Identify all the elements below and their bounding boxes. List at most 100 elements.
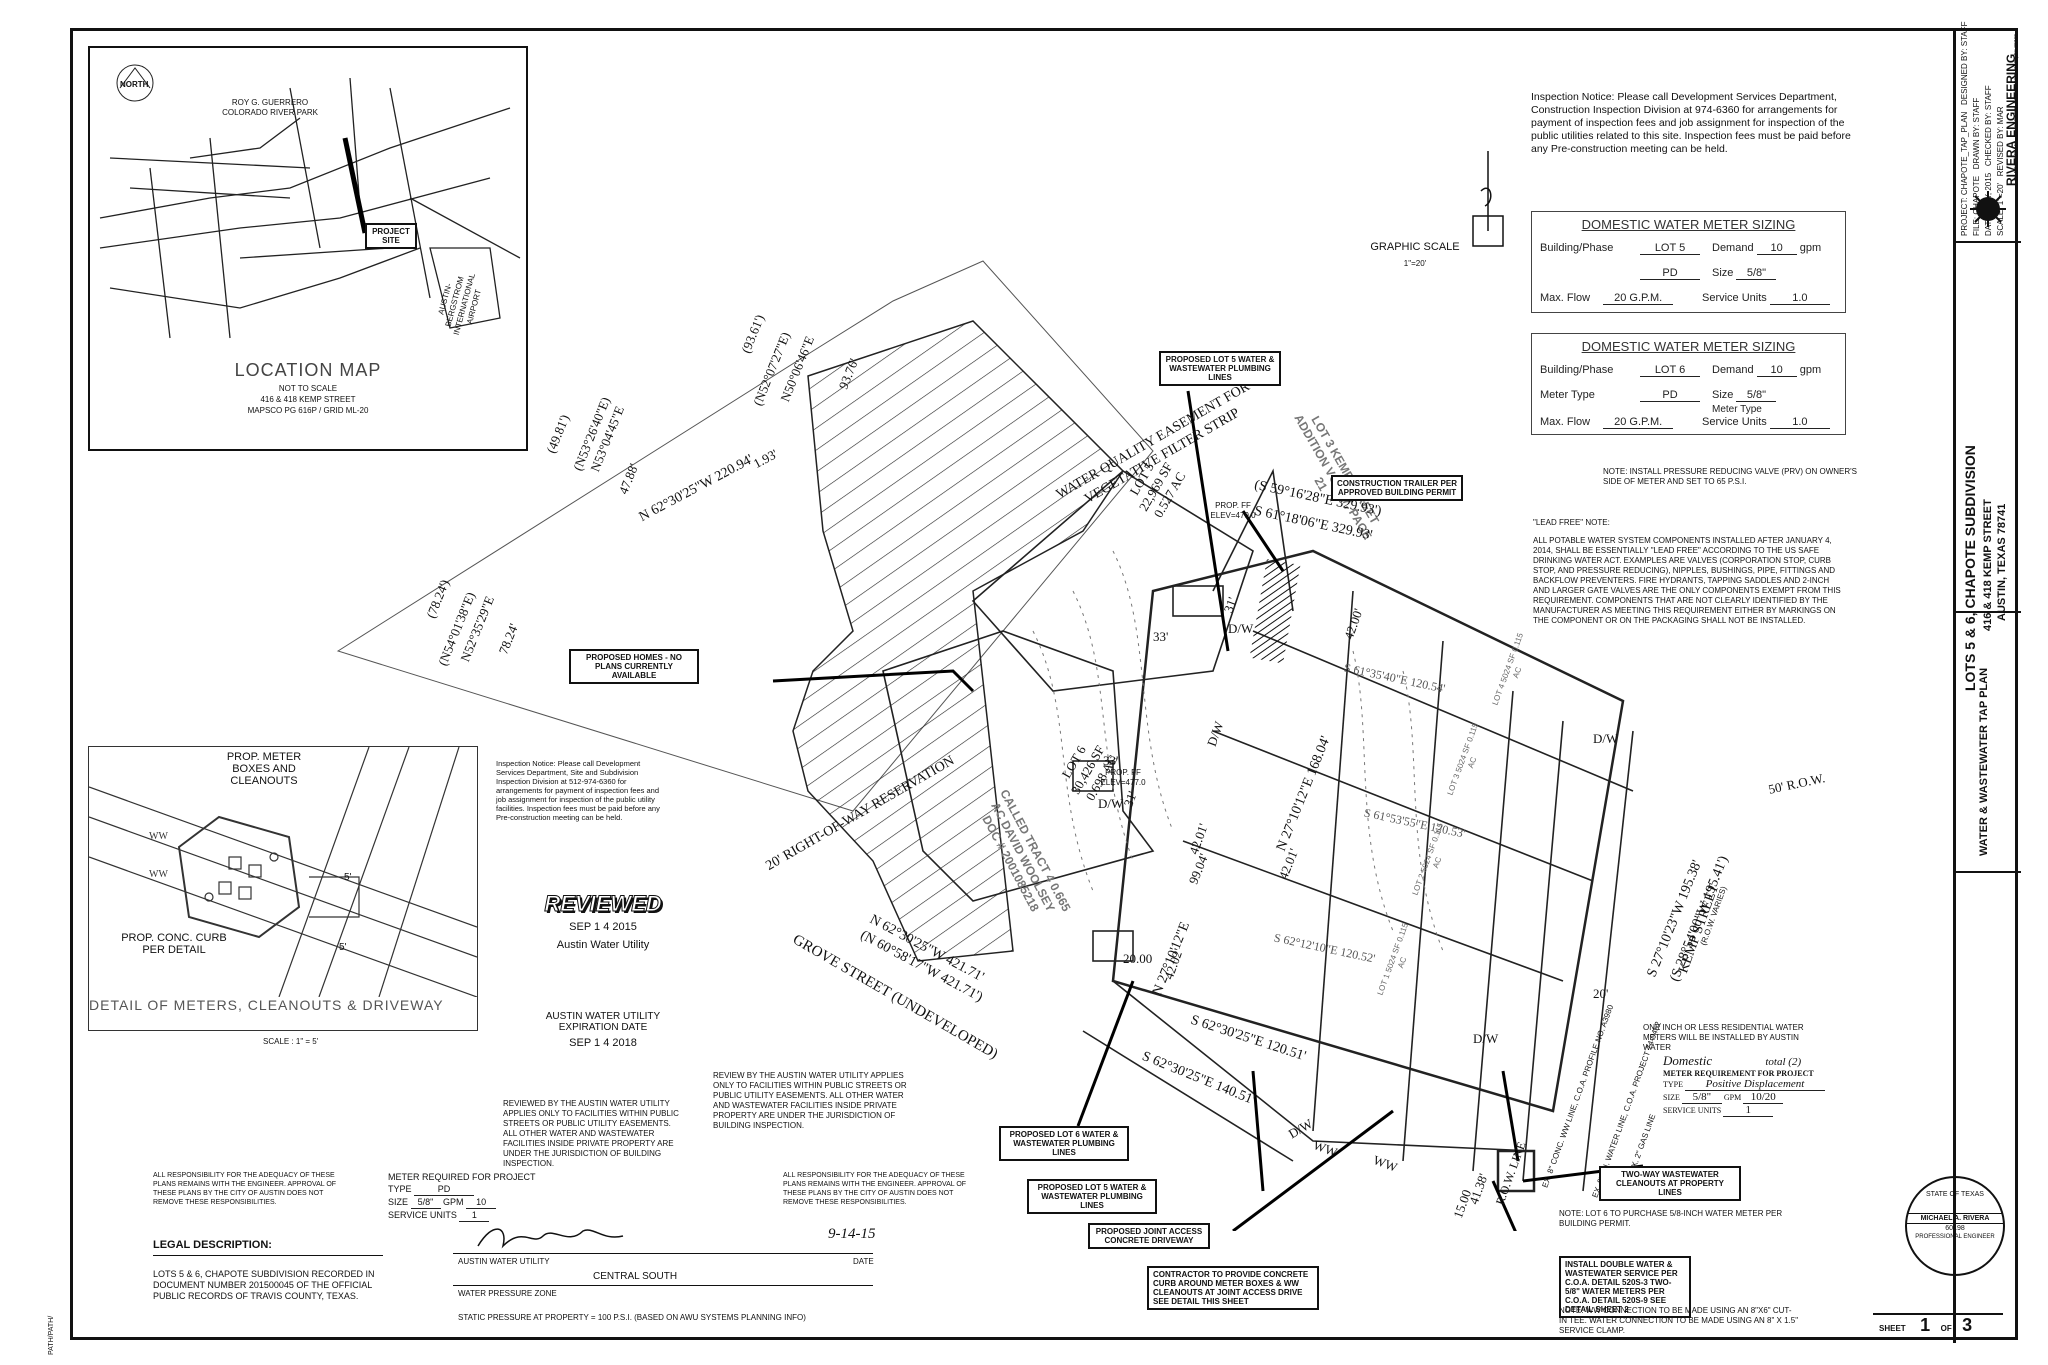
meter-req-gpm-label: GPM [443, 1197, 464, 1207]
hw-gpm: 10/20 [1743, 1091, 1784, 1104]
seal-name: MICHAEL A. RIVERA [1907, 1213, 2003, 1224]
prv-note: NOTE: INSTALL PRESSURE REDUCING VALVE (P… [1603, 467, 1858, 486]
location-map-sub2: 416 & 418 KEMP STREET [260, 395, 356, 404]
ms2-flow: 20 G.P.M. [1603, 416, 1674, 429]
legal-text: LOTS 5 & 6, CHAPOTE SUBDIVISION RECORDED… [153, 1269, 375, 1301]
seal-number: 60198 [1945, 1225, 1965, 1232]
signature-date: 9-14-15 [828, 1226, 876, 1242]
detail-curb-label: PROP. CONC. CURB PER DETAIL [121, 932, 227, 956]
side-path-note: PATH/PATH/ [48, 1315, 55, 1355]
map-north-label: NORTH [120, 80, 149, 89]
meter-req-gpm: 10 [466, 1196, 497, 1209]
tb-city: AUSTIN, TEXAS 78741 [1996, 503, 2008, 621]
inspection-notice: Inspection Notice: Please call Developme… [1531, 91, 1851, 155]
callout-cleanouts: TWO-WAY WASTEWATER CLEANOUTS AT PROPERTY… [1599, 1166, 1741, 1201]
dw-label-6: D/W [1473, 1031, 1499, 1046]
static-pressure: STATIC PRESSURE AT PROPERTY = 100 P.S.I.… [458, 1313, 806, 1322]
sheet-number-block: SHEET 1 OF 3 [1873, 1313, 2003, 1339]
meter-req-units: 1 [459, 1209, 490, 1222]
ww-connection-note: NOTE: WW CONNECTION TO BE MADE USING AN … [1559, 1306, 1799, 1335]
lot6-meter-note: NOTE: LOT 6 TO PURCHASE 5/8-INCH WATER M… [1559, 1209, 1783, 1228]
seal-state: STATE OF TEXAS [1926, 1191, 1984, 1198]
engineer-seal: STATE OF TEXAS MICHAEL A. RIVERA 60198 P… [1905, 1176, 2005, 1276]
drawing-sheet: NORTH ROY G. GUERRERO COLORADO RIVER PAR… [70, 22, 2021, 1343]
responsibility-note-2: ALL RESPONSIBILITY FOR THE ADEQUACY OF T… [783, 1172, 967, 1206]
review-note-mid: REVIEW BY THE AUSTIN WATER UTILITY APPLI… [713, 1071, 907, 1130]
hw-gpm-label: GPM [1723, 1093, 1742, 1102]
meter-req-size-label: SIZE [388, 1197, 409, 1207]
stamp-inspection-notice: Inspection Notice: Please call Developme… [496, 759, 660, 822]
ms2-building: LOT 6 [1640, 364, 1700, 377]
callout-lot5-plumbing-2: PROPOSED LOT 5 WATER & WASTEWATER PLUMBI… [1027, 1179, 1157, 1214]
callout-homes: PROPOSED HOMES - NO PLANS CURRENTLY AVAI… [569, 649, 699, 684]
ms1-units-label: Service Units [1702, 292, 1767, 304]
svg-text:WW: WW [149, 869, 168, 880]
hw-units: 1 [1723, 1104, 1774, 1117]
detail-drawing: WW WW [89, 747, 477, 997]
signature-date-label: DATE [853, 1257, 874, 1266]
seal-type: PROFESSIONAL ENGINEER [1915, 1234, 1995, 1240]
ms1-flow-label: Max. Flow [1540, 292, 1591, 304]
ms2-flow-label: Max. Flow [1540, 416, 1591, 428]
ms1-demand-unit: gpm [1799, 242, 1822, 254]
detail-meter-boxes-label: PROP. METER BOXES AND CLEANOUTS [226, 751, 302, 787]
ms1-size: 5/8" [1736, 267, 1777, 280]
location-map-title: LOCATION MAP [234, 360, 382, 380]
legal-title: LEGAL DESCRIPTION: [153, 1239, 272, 1251]
lot5-ff-label: PROP. FF ELEV=479.0 [1210, 501, 1256, 520]
dim-d5: 20.00 [1123, 951, 1153, 966]
hw-meter-title: METER REQUIREMENT FOR PROJECT [1663, 1069, 1814, 1078]
ms1-demand-label: Demand [1712, 242, 1754, 254]
meter-req-type: PD [414, 1183, 475, 1196]
callout-lot5-plumbing: PROPOSED LOT 5 WATER & WASTEWATER PLUMBI… [1159, 351, 1281, 386]
ms2-units: 1.0 [1769, 416, 1830, 429]
hw-size: 5/8" [1681, 1091, 1722, 1104]
ms1-building-label: Building/Phase [1540, 242, 1614, 254]
pressure-zone-label: WATER PRESSURE ZONE [458, 1289, 557, 1298]
reviewed-stamp-title: REVIEWED [544, 891, 662, 917]
project-site-label: PROJECT SITE [365, 223, 417, 249]
expiration-date: SEP 1 4 2018 [569, 1037, 637, 1049]
responsibility-note-1: ALL RESPONSIBILITY FOR THE ADEQUACY OF T… [153, 1172, 337, 1206]
dw-label-5: D/W [1593, 731, 1619, 746]
meter-sizing-table-1: DOMESTIC WATER METER SIZING Building/Pha… [1531, 211, 1846, 313]
lead-free-title: "LEAD FREE" NOTE: [1533, 518, 1610, 527]
ms2-building-label: Building/Phase [1540, 364, 1614, 376]
sheet-number: 1 [1920, 1315, 1931, 1335]
lot6-ff-label: PROP. FF ELEV=477.0 [1100, 768, 1146, 787]
site-plan [336, 151, 1644, 1231]
hw-type: Positive Displacement [1685, 1078, 1825, 1091]
ms1-demand: 10 [1756, 242, 1797, 255]
ms1-size-label: Size [1712, 267, 1734, 279]
legal-rule [153, 1255, 383, 1256]
tb-divider-2 [1956, 871, 2021, 873]
ms2-demand-label: Demand [1712, 364, 1754, 376]
map-park-label: ROY G. GUERRERO COLORADO RIVER PARK [222, 98, 318, 117]
location-map-sub3: MAPSCO PG 616P / GRID ML-20 [247, 406, 369, 415]
lead-free-note: ALL POTABLE WATER SYSTEM COMPONENTS INST… [1533, 536, 1841, 625]
reviewed-stamp-org: Austin Water Utility [556, 939, 650, 951]
ms2-size-label: Size [1712, 389, 1734, 401]
sheet-total: 3 [1962, 1315, 1973, 1335]
ms1-flow: 20 G.P.M. [1603, 292, 1674, 305]
hw-total: total (2) [1765, 1056, 1802, 1068]
title-block-info: PROJECT: CHAPOTE_TAP_PLAN DESIGNED BY: S… [1956, 22, 2021, 243]
expiration-line2: EXPIRATION DATE [558, 1022, 648, 1033]
ms2-type: PD [1640, 389, 1700, 402]
detail-dim-1: 5' [344, 872, 352, 883]
dw-label-2: D/W [1098, 796, 1124, 811]
meter-req-units-label: SERVICE UNITS [388, 1210, 457, 1220]
company-logo-icon [1970, 191, 2006, 227]
ms2-type-label: Meter Type [1540, 389, 1595, 401]
dim-d10: 33' [1103, 753, 1119, 768]
tb-subdivision: LOTS 5 & 6, CHAPOTE SUBDIVISION [1962, 445, 1978, 691]
hw-size-label: SIZE [1663, 1093, 1680, 1102]
ms2-units-label: Service Units [1702, 416, 1767, 428]
callout-driveway: PROPOSED JOINT ACCESS CONCRETE DRIVEWAY [1088, 1223, 1210, 1249]
tb-company-sub: TX REG. FIRM No. F-11568 / P.O. BOX 9036… [2014, 33, 2020, 181]
ms1-units: 1.0 [1769, 292, 1830, 305]
row50-label: 50' R.O.W. [1766, 770, 1827, 797]
expiration-block: AUSTIN WATER UTILITY EXPIRATION DATE SEP… [523, 1011, 683, 1049]
signature-rule [453, 1253, 873, 1254]
reviewed-stamp-date: SEP 1 4 2015 [569, 921, 637, 933]
